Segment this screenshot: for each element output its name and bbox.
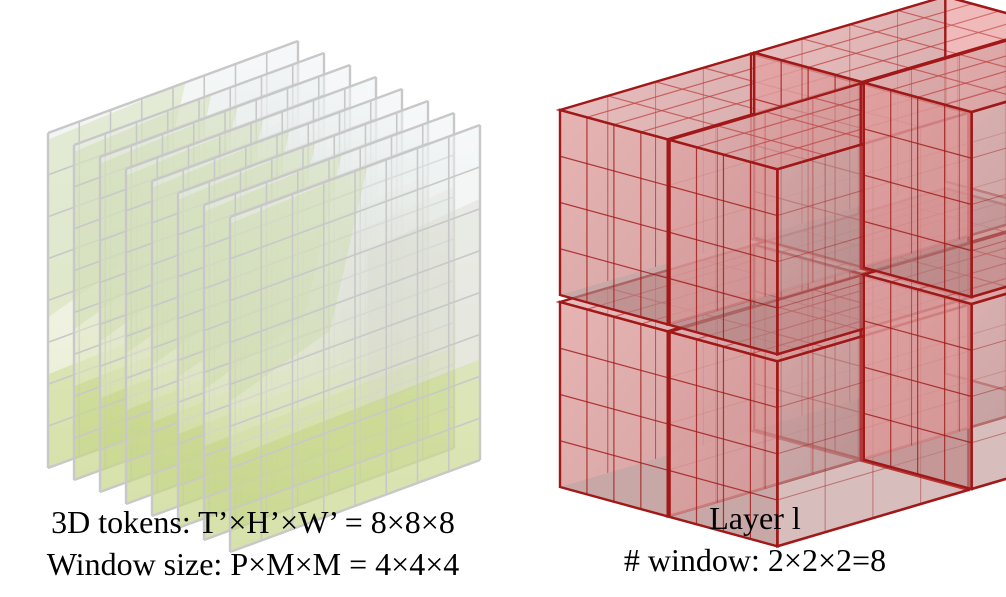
layer-caption: Layer l	[709, 500, 801, 536]
attention-window	[859, 231, 1006, 491]
window-count-caption: # window: 2×2×2=8	[623, 542, 887, 578]
token-frame	[228, 123, 482, 554]
window-size-caption: Window size: P×M×M = 4×4×4	[46, 546, 460, 582]
token-frames	[46, 39, 482, 554]
attention-window	[859, 39, 1006, 299]
attention-windows	[555, 0, 1006, 549]
tokens-caption: 3D tokens: T’×H’×W’ = 8×8×8	[51, 504, 455, 540]
